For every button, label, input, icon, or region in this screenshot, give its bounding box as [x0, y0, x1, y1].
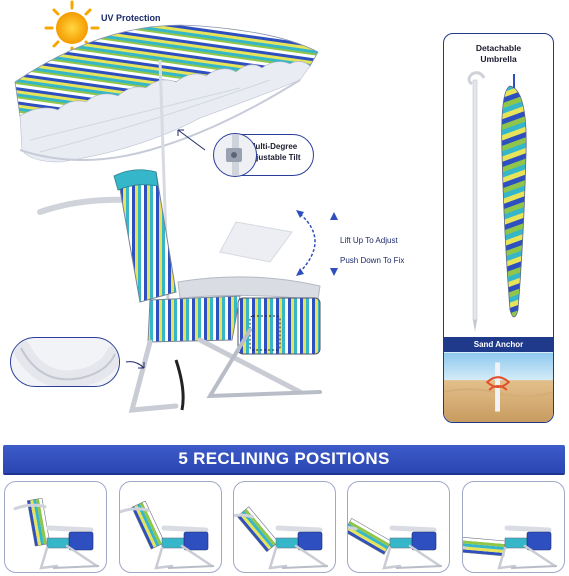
sand-anchor-label: Sand Anchor [444, 337, 553, 352]
reclining-positions-banner: 5 RECLINING POSITIONS [3, 445, 565, 473]
hook-icon [12, 339, 119, 386]
position-3-card [233, 481, 336, 573]
adjust-arrows-icon [330, 212, 338, 276]
position-5-card [462, 481, 565, 573]
detachable-umbrella-panel: Detachable Umbrella Sand Anchor [443, 33, 554, 423]
uv-protection-label: UV Protection [101, 13, 161, 23]
tilt-joint-icon [213, 133, 257, 177]
chair-position-2-icon [120, 500, 215, 570]
tilt-label-line1: Multi-Degree [248, 142, 298, 151]
beach-chair-illustration [14, 0, 338, 413]
position-1-card [4, 481, 107, 573]
sand-anchor-pole-icon [467, 71, 486, 332]
position-4-card [347, 481, 450, 573]
chair-position-4-icon [348, 517, 443, 570]
tilt-label-line2: Adjustable Tilt [245, 153, 301, 162]
adjust-instructions: Lift Up To Adjust Push Down To Fix [340, 231, 404, 271]
anchor-hook-callout [10, 337, 120, 387]
beach-scene-image [444, 352, 553, 422]
folded-umbrella-illustration [467, 71, 527, 332]
anchor-in-sand-icon [485, 362, 511, 412]
hero-illustration: UV Protection Multi-Degree Adjustable Ti… [10, 0, 404, 413]
chair-position-3-icon [234, 506, 329, 570]
position-2-card [119, 481, 222, 573]
chair-position-1-icon [13, 497, 100, 570]
tilt-callout: Multi-Degree Adjustable Tilt [213, 133, 314, 177]
panel-title: Detachable Umbrella [444, 43, 553, 65]
panel-title-line1: Detachable [475, 43, 522, 53]
panel-title-line2: Umbrella [480, 54, 517, 64]
chair-position-5-icon [463, 525, 558, 570]
adjust-line1: Lift Up To Adjust [340, 236, 398, 245]
reclining-positions-row [4, 481, 567, 573]
adjust-line2: Push Down To Fix [340, 256, 405, 265]
